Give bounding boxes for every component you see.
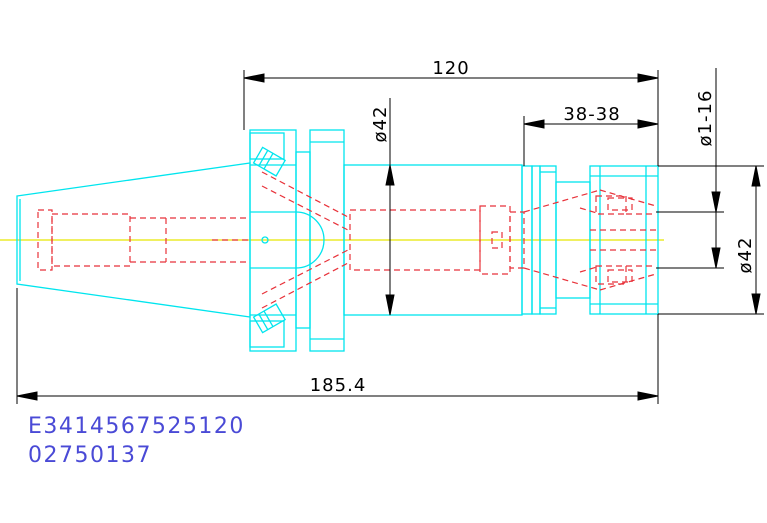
dimension-lines bbox=[16, 68, 764, 404]
holder-outline bbox=[16, 129, 659, 352]
dim-diameter-right: ø42 bbox=[735, 237, 756, 274]
part-code-primary: E3414567525120 bbox=[28, 414, 245, 439]
dim-clamping-length: 38-38 bbox=[563, 104, 620, 125]
dim-length-upper: 120 bbox=[432, 58, 469, 79]
dim-diameter-left: ø42 bbox=[370, 106, 391, 143]
dim-clamping-range: ø1-16 bbox=[695, 90, 716, 147]
part-code-secondary: 02750137 bbox=[28, 443, 152, 468]
dim-overall-length: 185.4 bbox=[310, 375, 367, 396]
hidden-features bbox=[37, 171, 657, 309]
